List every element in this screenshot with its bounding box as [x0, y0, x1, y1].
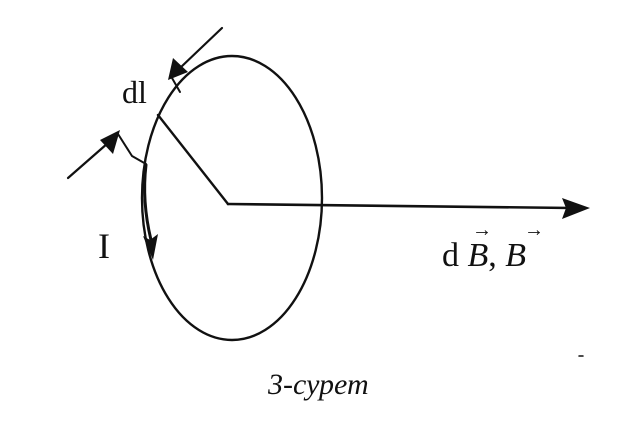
radius-line [156, 113, 230, 206]
current-arrow-head [143, 234, 158, 260]
field-label-b2: B [505, 237, 526, 274]
dl-label: dl [122, 74, 147, 110]
field-label-prefix: d [442, 237, 468, 274]
current-loop [140, 54, 324, 342]
current-label: I [98, 226, 110, 266]
dl-lower-tick [117, 133, 147, 165]
field-label-b1: B [468, 237, 489, 274]
dl-lower-arrow-shaft [66, 141, 110, 180]
dl-lower-arrow-head [100, 130, 120, 154]
field-axis-line [226, 202, 574, 210]
field-arrow-head [562, 198, 590, 219]
dl-upper-arrow-shaft [178, 26, 224, 70]
field-label: d B, B [442, 237, 526, 274]
field-label-sep: , [488, 237, 505, 274]
current-direction-arrow [143, 163, 153, 242]
vector-mark-b2: → [524, 219, 544, 241]
figure-caption: 3-сурет [267, 368, 369, 401]
dl-upper-tick [171, 77, 181, 93]
dl-upper-arrow-head [168, 58, 188, 80]
vector-mark-b1: → [472, 219, 492, 241]
